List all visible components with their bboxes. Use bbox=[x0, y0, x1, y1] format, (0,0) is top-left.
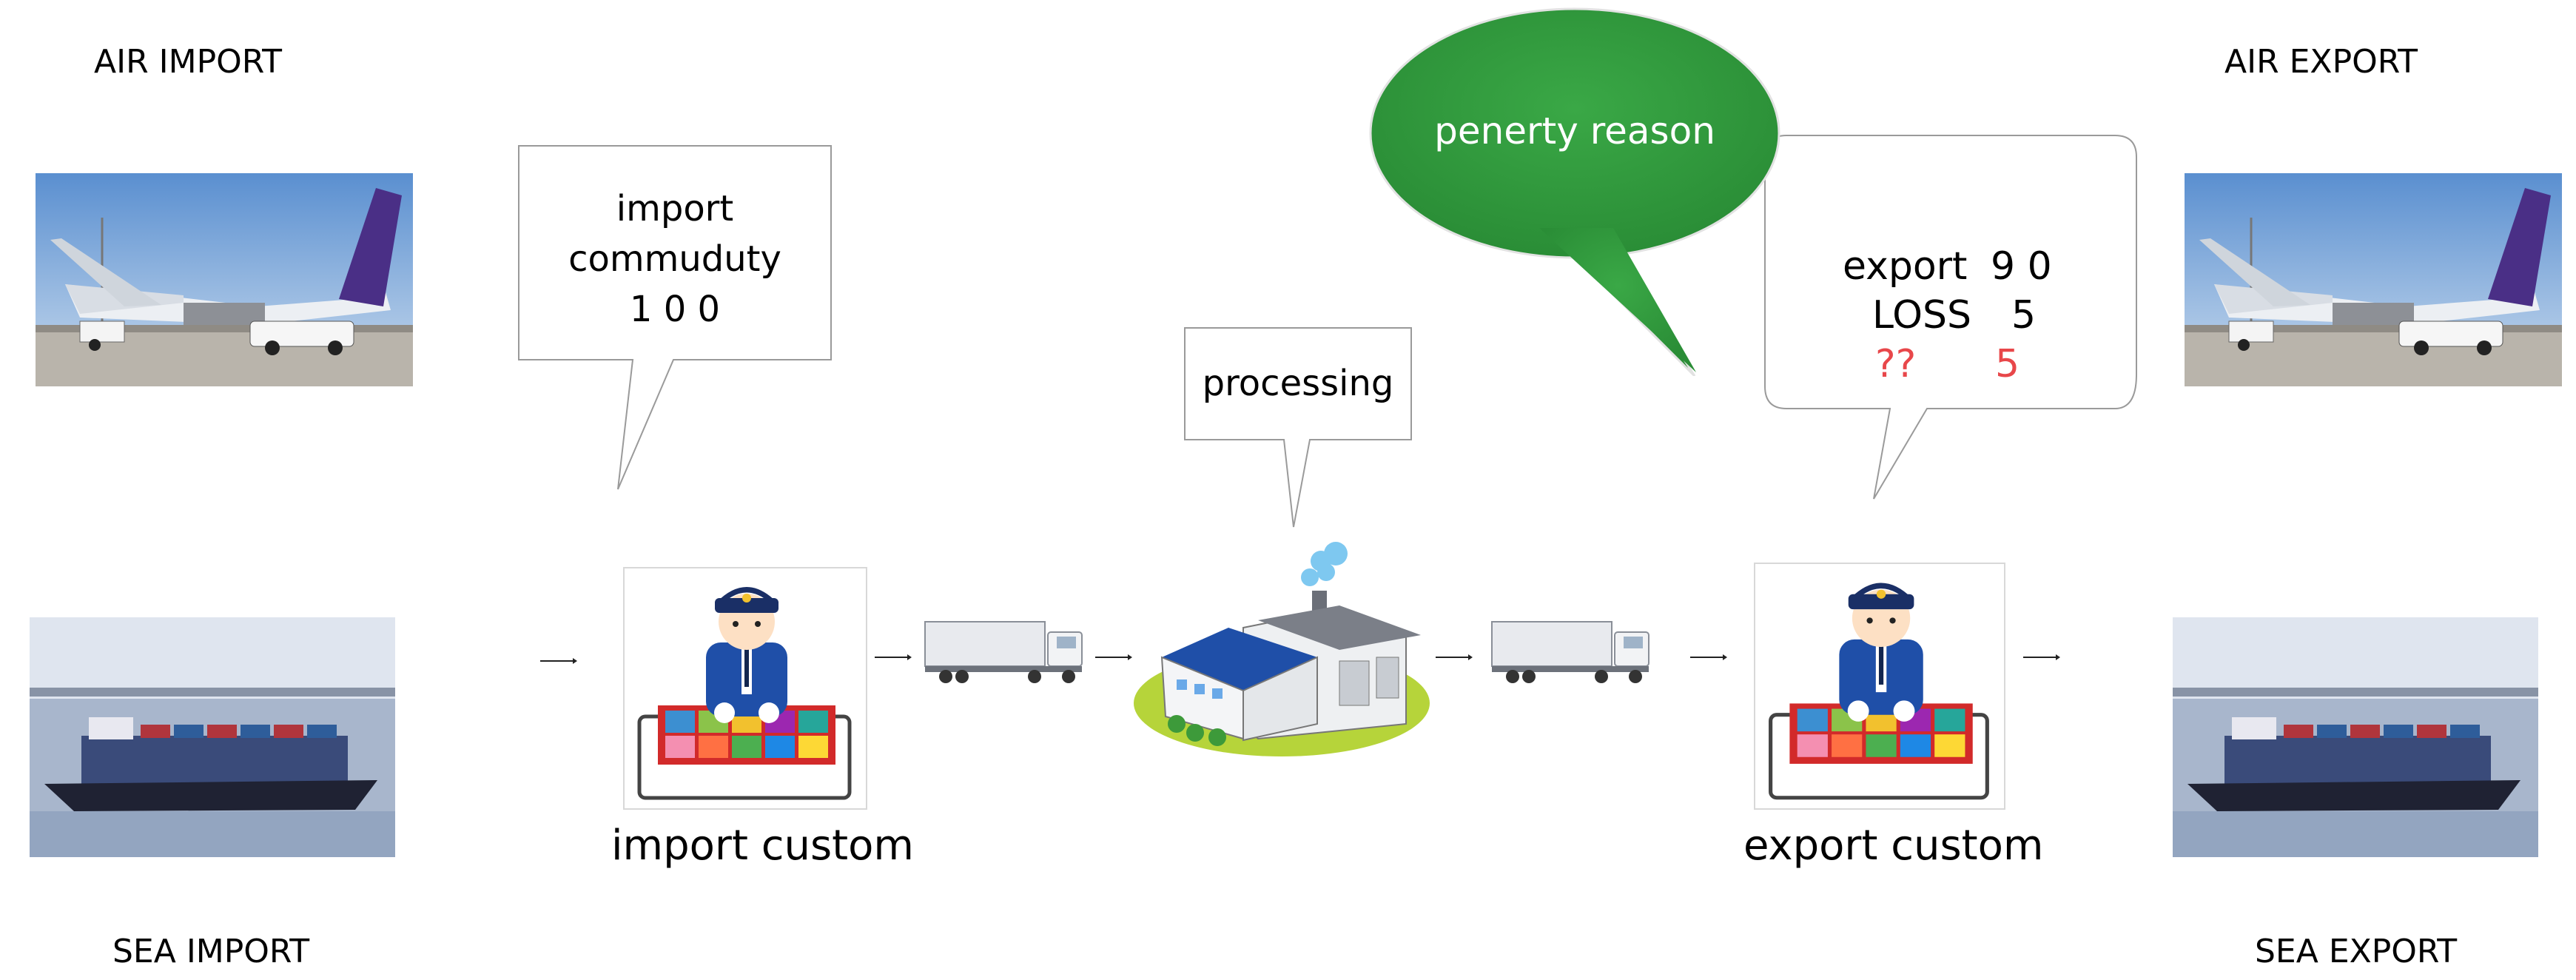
airplane-photo bbox=[36, 173, 413, 386]
arrow-icon bbox=[1436, 651, 1473, 663]
arrow-icon bbox=[2023, 651, 2060, 663]
penalty-reason-bubble: penerty reason bbox=[1369, 6, 1783, 376]
truck-icon bbox=[1490, 619, 1655, 685]
import-callout-quantity: 1 0 0 bbox=[629, 289, 721, 330]
export-value: 9 0 bbox=[1991, 244, 2052, 289]
loss-label: LOSS bbox=[1872, 293, 1972, 338]
import-custom-caption: import custom bbox=[611, 822, 914, 870]
import-callout-line2: commuduty bbox=[568, 238, 781, 280]
factory-icon bbox=[1132, 539, 1431, 761]
import-callout: import commuduty 1 0 0 bbox=[518, 145, 832, 500]
container-ship-photo bbox=[30, 617, 395, 857]
loss-value: 5 bbox=[2011, 293, 2037, 338]
unknown-label: ?? bbox=[1875, 342, 1917, 386]
arrow-icon bbox=[875, 651, 912, 663]
sea-import-label: SEA IMPORT bbox=[112, 933, 310, 970]
air-export-label: AIR EXPORT bbox=[2224, 43, 2418, 81]
arrow-icon bbox=[540, 655, 577, 667]
airplane-photo bbox=[2185, 173, 2562, 386]
container-ship-photo bbox=[2173, 617, 2538, 857]
arrow-icon bbox=[1690, 651, 1727, 663]
penalty-reason-text: penerty reason bbox=[1434, 110, 1715, 152]
arrow-icon bbox=[1095, 651, 1132, 663]
export-callout: export 9 0 LOSS 5 ?? 5 bbox=[1764, 135, 2137, 505]
unknown-value: 5 bbox=[1995, 342, 2020, 386]
export-label: export bbox=[1843, 244, 1968, 289]
processing-callout: processing bbox=[1184, 327, 1413, 534]
export-custom-caption: export custom bbox=[1743, 822, 2044, 870]
air-import-label: AIR IMPORT bbox=[94, 43, 282, 81]
sea-export-label: SEA EXPORT bbox=[2255, 933, 2458, 970]
processing-label: processing bbox=[1202, 363, 1394, 404]
customs-officer-icon bbox=[1754, 563, 2005, 810]
customs-officer-icon bbox=[623, 567, 867, 810]
truck-icon bbox=[924, 619, 1088, 685]
import-callout-line1: import bbox=[616, 188, 734, 229]
